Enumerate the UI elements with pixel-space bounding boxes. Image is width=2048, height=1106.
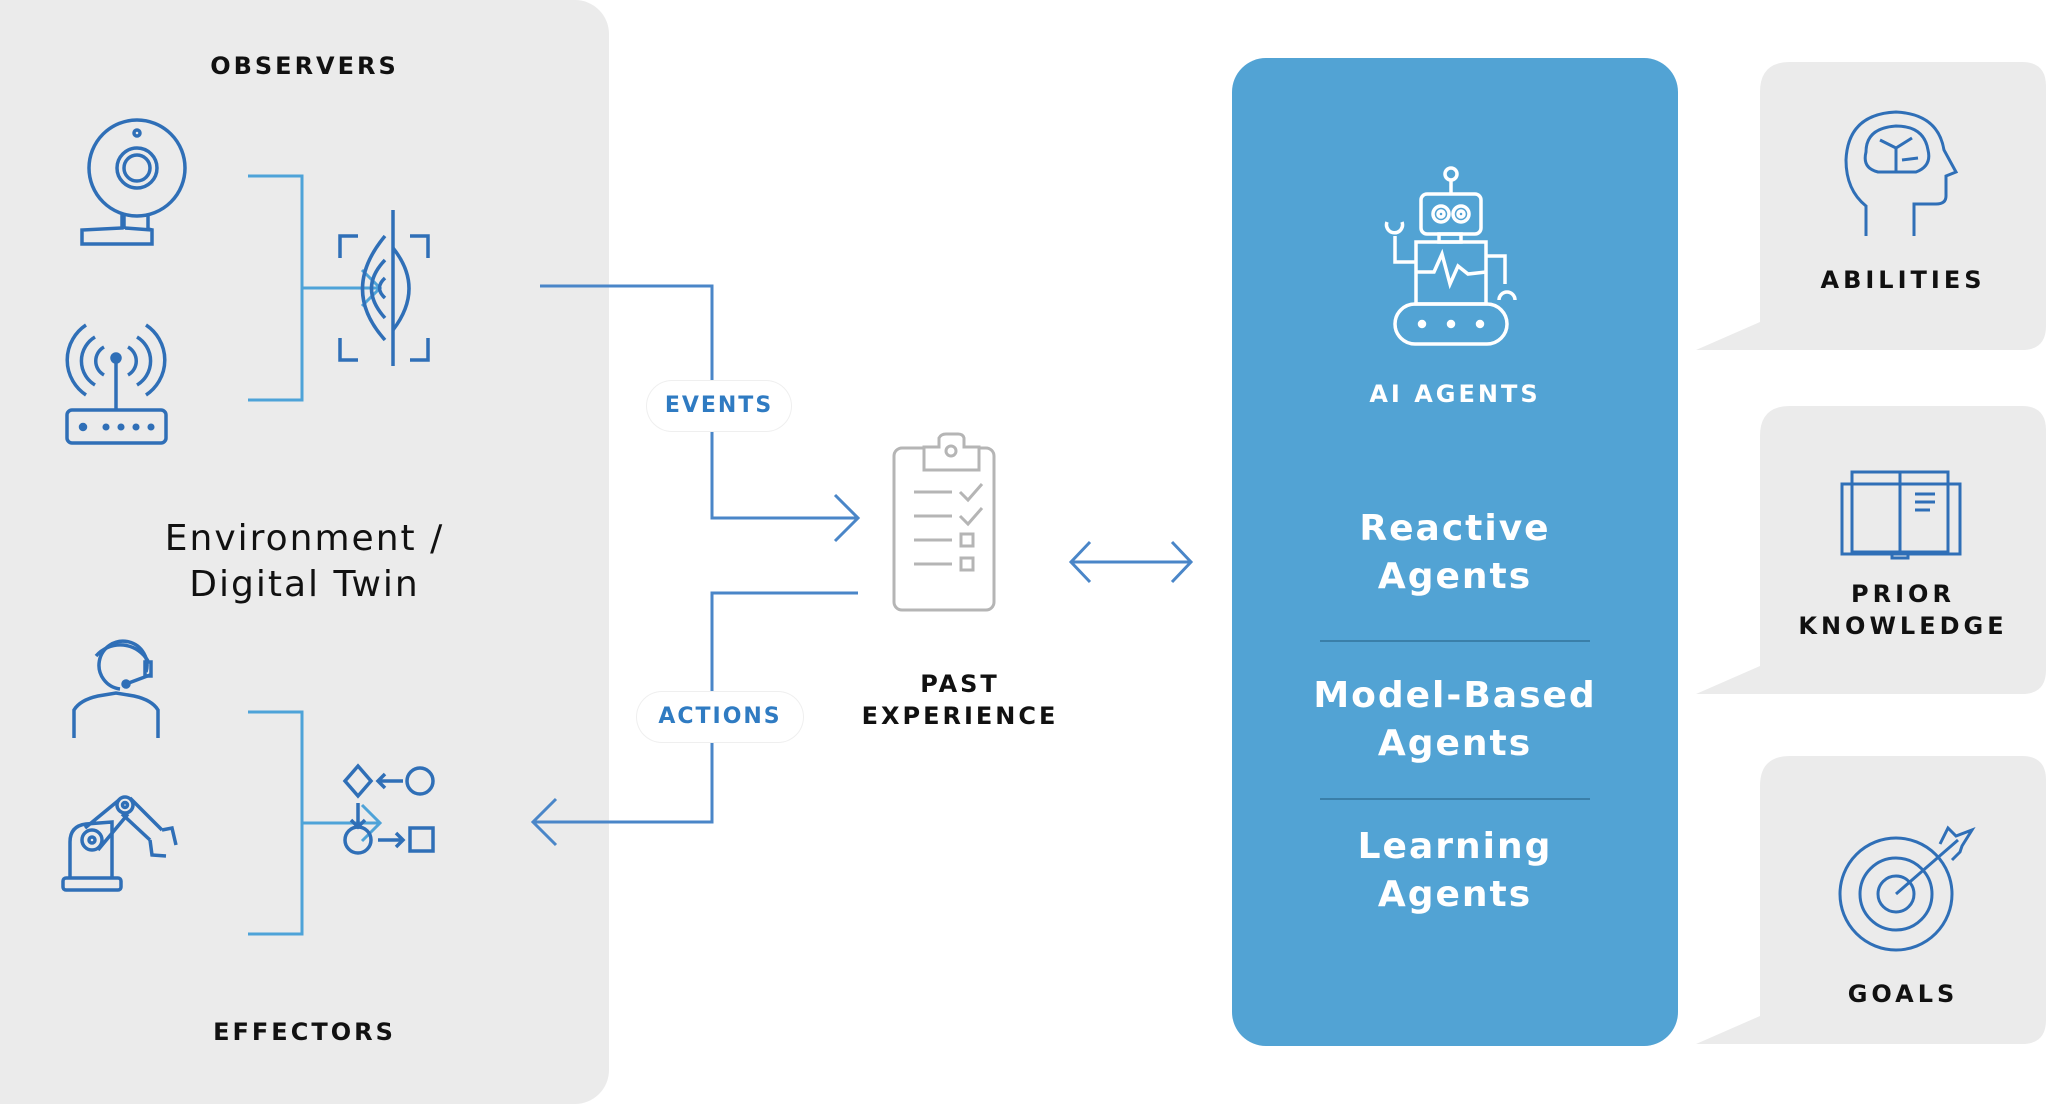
- robot-icon: [1384, 166, 1517, 346]
- past-experience-line1: PAST: [920, 670, 1000, 698]
- bubble-label-line1: GOALS: [1847, 980, 1959, 1008]
- bubble-label-line2: KNOWLEDGE: [1798, 612, 2008, 640]
- environment-title-line1: Environment /: [164, 518, 445, 559]
- bubble-knowledge-label: PRIOR KNOWLEDGE: [1760, 578, 2046, 642]
- bubble-goals-label: GOALS: [1760, 978, 2046, 1010]
- agent-type-line1: Reactive: [1359, 508, 1551, 549]
- actions-label: ACTIONS: [637, 692, 803, 742]
- events-label: EVENTS: [647, 381, 791, 431]
- effectors-label: EFFECTORS: [213, 1018, 396, 1046]
- wifi-router-icon: [65, 323, 168, 445]
- bubble-shapes: [1696, 62, 2046, 1044]
- agent-type-line2: Agents: [1377, 556, 1533, 597]
- bubble-label-line1: PRIOR: [1851, 580, 1955, 608]
- agent-type-reactive: Reactive Agents: [1232, 505, 1678, 601]
- agent-type-line2: Agents: [1377, 874, 1533, 915]
- environment-title-line2: Digital Twin: [189, 564, 420, 605]
- clipboard-checklist-icon: [892, 432, 996, 612]
- ai-agents-title: AI AGENTS: [1369, 380, 1541, 408]
- agent-divider: [1320, 640, 1590, 642]
- bubble-label-line1: ABILITIES: [1820, 266, 1986, 294]
- agent-type-learning: Learning Agents: [1232, 823, 1678, 919]
- environment-title: Environment / Digital Twin: [0, 516, 609, 608]
- workflow-icon: [342, 763, 435, 855]
- past-experience-line2: EXPERIENCE: [861, 702, 1059, 730]
- ai-agents-panel: [1232, 58, 1678, 1046]
- headset-operator-icon: [72, 639, 160, 738]
- observers-label: OBSERVERS: [210, 52, 399, 80]
- webcam-icon: [80, 118, 187, 246]
- robot-arm-icon: [61, 795, 178, 892]
- past-experience-label: PAST EXPERIENCE: [860, 668, 1060, 732]
- open-book-icon: [1840, 470, 1962, 560]
- brain-head-icon: [1844, 110, 1959, 236]
- effectors-connector: [248, 710, 383, 936]
- bidirectional-arrow-icon: [1068, 540, 1194, 584]
- agent-divider: [1320, 798, 1590, 800]
- agent-type-model-based: Model-Based Agents: [1232, 672, 1678, 768]
- environment-panel: [0, 0, 609, 1104]
- agent-type-line2: Agents: [1377, 723, 1533, 764]
- target-icon: [1838, 825, 1976, 952]
- bubble-abilities-shape: [1696, 62, 2046, 350]
- bubble-knowledge-shape: [1696, 406, 2046, 694]
- bubble-goals-shape: [1696, 756, 2046, 1044]
- agent-type-line1: Model-Based: [1313, 675, 1597, 716]
- eye-scan-icon: [338, 210, 430, 366]
- agent-type-line1: Learning: [1357, 826, 1553, 867]
- bubble-abilities-label: ABILITIES: [1760, 264, 2046, 296]
